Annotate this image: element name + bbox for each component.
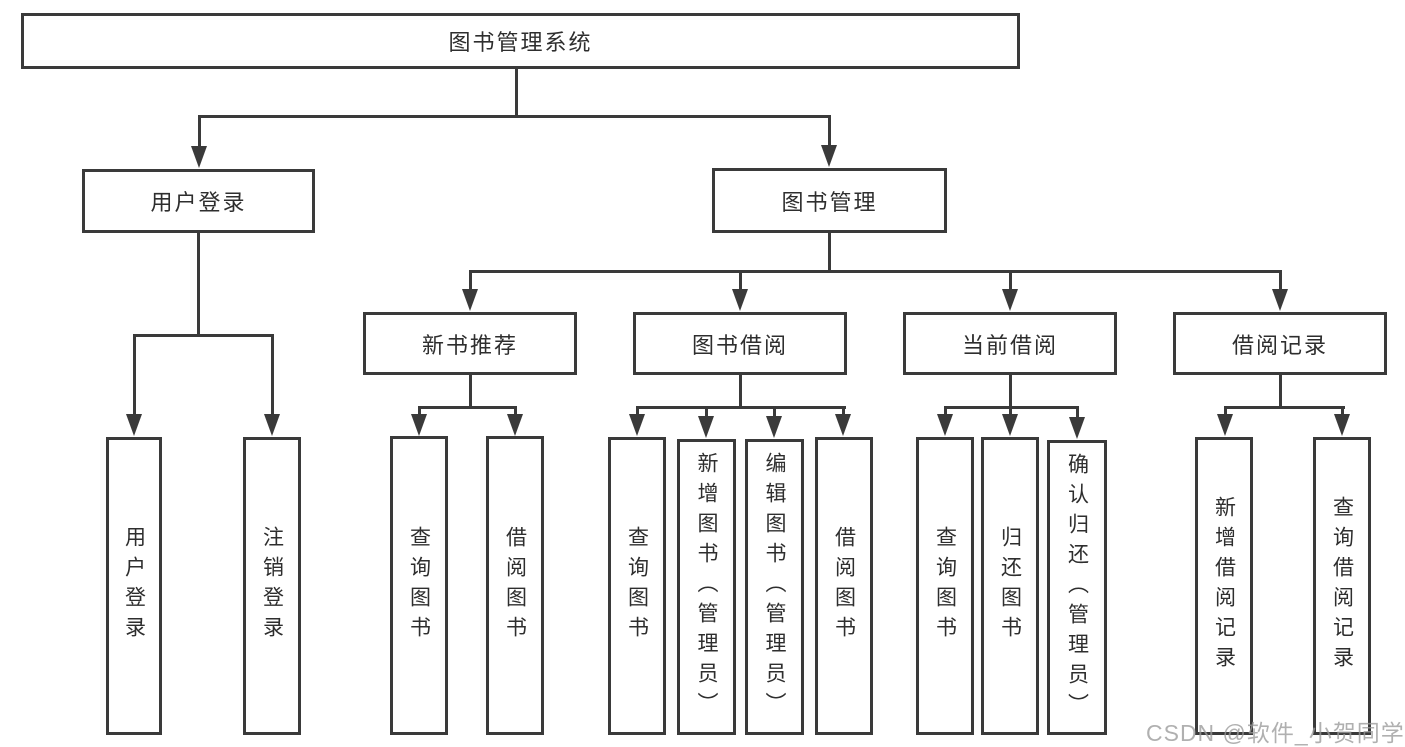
connector-drop-borrow-borrow (842, 406, 845, 418)
node-current-borrow: 当前借阅 (903, 312, 1117, 375)
leaf-add-borrow-record-label: 新增借阅记录 (1212, 496, 1236, 676)
node-user-login: 用户登录 (82, 169, 315, 233)
connector-drop-current-query (944, 406, 947, 418)
leaf-borrow-books: 借阅图书 (815, 437, 873, 735)
leaf-query-borrow-record-label: 查询借阅记录 (1330, 496, 1354, 676)
leaf-borrow-books-label: 借阅图书 (832, 526, 856, 646)
connector-drop-borrow-records (1279, 270, 1282, 295)
arrowhead-leaf-user-login (126, 414, 142, 436)
leaf-add-books-admin: 新增图书（管理员） (677, 439, 736, 735)
leaf-recommend-borrow-books: 借阅图书 (486, 436, 544, 735)
arrowhead-borrow-edit (766, 416, 782, 438)
leaf-confirm-return-admin: 确认归还（管理员） (1047, 440, 1107, 735)
node-current-borrow-label: 当前借阅 (961, 332, 1058, 358)
connector-book-management-crossbar (469, 270, 1282, 273)
connector-drop-new-book-recommend (469, 270, 472, 295)
connector-current-stem (1009, 375, 1012, 409)
arrowhead-current-return (1002, 414, 1018, 436)
leaf-borrow-query-books-label: 查询图书 (625, 526, 649, 646)
arrowhead-recommend-query (411, 414, 427, 436)
arrowhead-records-add (1217, 414, 1233, 436)
connector-drop-current-borrow (1009, 270, 1012, 295)
node-borrow-records-label: 借阅记录 (1231, 332, 1328, 358)
connector-drop-user-login (198, 115, 201, 148)
leaf-query-borrow-record: 查询借阅记录 (1313, 437, 1371, 735)
connector-drop-borrow-edit (773, 406, 776, 418)
connector-records-stem (1279, 375, 1282, 409)
leaf-current-query-books: 查询图书 (916, 437, 974, 735)
connector-root-stem (515, 69, 518, 118)
arrowhead-records-query (1334, 414, 1350, 436)
leaf-add-books-admin-label: 新增图书（管理员） (695, 452, 718, 722)
leaf-recommend-borrow-books-label: 借阅图书 (503, 525, 527, 646)
connector-drop-recommend-borrow (514, 406, 517, 418)
connector-root-crossbar (198, 115, 831, 118)
node-root-label: 图书管理系统 (448, 30, 593, 55)
connector-drop-borrow-query (636, 406, 639, 418)
connector-drop-book-borrow (739, 270, 742, 295)
connector-book-management-stem (828, 233, 831, 272)
leaf-add-borrow-record: 新增借阅记录 (1195, 437, 1253, 735)
leaf-return-books: 归还图书 (981, 437, 1039, 735)
arrowhead-recommend-borrow (507, 414, 523, 436)
node-new-book-recommend-label: 新书推荐 (421, 332, 518, 358)
leaf-user-login: 用户登录 (106, 437, 162, 735)
node-new-book-recommend: 新书推荐 (363, 312, 577, 375)
arrowhead-borrow-borrow (835, 414, 851, 436)
leaf-user-login-label: 用户登录 (122, 526, 146, 646)
node-user-login-label: 用户登录 (150, 190, 247, 215)
connector-drop-leaf-user-login (133, 334, 136, 418)
connector-user-login-stem (197, 233, 200, 336)
arrowhead-user-login (191, 146, 207, 168)
leaf-borrow-query-books: 查询图书 (608, 437, 666, 735)
leaf-logout: 注销登录 (243, 437, 301, 735)
leaf-return-books-label: 归还图书 (998, 526, 1022, 646)
arrowhead-borrow-query (629, 414, 645, 436)
connector-drop-recommend-query (418, 406, 421, 418)
arrowhead-current-borrow (1002, 289, 1018, 311)
leaf-recommend-query-books: 查询图书 (390, 436, 448, 735)
arrowhead-borrow-add (698, 416, 714, 438)
arrowhead-book-borrow (732, 289, 748, 311)
connector-borrow-crossbar (636, 406, 846, 409)
connector-drop-leaf-logout (271, 334, 274, 418)
leaf-logout-label: 注销登录 (260, 526, 284, 646)
csdn-watermark: CSDN @软件_小贺同学 (1146, 720, 1405, 746)
node-book-management-label: 图书管理 (781, 189, 878, 215)
arrowhead-leaf-logout (264, 414, 280, 436)
connector-recommend-crossbar (418, 406, 517, 409)
connector-drop-book-management (828, 115, 831, 148)
connector-records-crossbar (1224, 406, 1345, 409)
arrowhead-current-query (937, 414, 953, 436)
connector-drop-current-return (1009, 406, 1012, 418)
leaf-current-query-books-label: 查询图书 (933, 526, 957, 646)
node-book-borrow: 图书借阅 (633, 312, 847, 375)
leaf-confirm-return-admin-label: 确认归还（管理员） (1065, 452, 1089, 723)
node-root: 图书管理系统 (21, 13, 1020, 69)
connector-drop-records-add (1224, 406, 1227, 418)
leaf-edit-books-admin: 编辑图书（管理员） (745, 439, 804, 735)
arrowhead-new-book-recommend (462, 289, 478, 311)
node-book-management: 图书管理 (712, 168, 947, 233)
connector-drop-borrow-add (705, 406, 708, 418)
arrowhead-book-management (821, 145, 837, 167)
node-borrow-records: 借阅记录 (1173, 312, 1387, 375)
leaf-edit-books-admin-label: 编辑图书（管理员） (763, 452, 786, 722)
connector-drop-current-confirm (1076, 406, 1079, 418)
arrowhead-current-confirm (1069, 417, 1085, 439)
connector-recommend-stem (469, 375, 472, 409)
connector-drop-records-query (1341, 406, 1344, 418)
connector-borrow-stem (739, 375, 742, 409)
arrowhead-borrow-records (1272, 289, 1288, 311)
connector-user-login-crossbar (133, 334, 274, 337)
leaf-recommend-query-books-label: 查询图书 (407, 525, 431, 646)
node-book-borrow-label: 图书借阅 (691, 332, 788, 358)
